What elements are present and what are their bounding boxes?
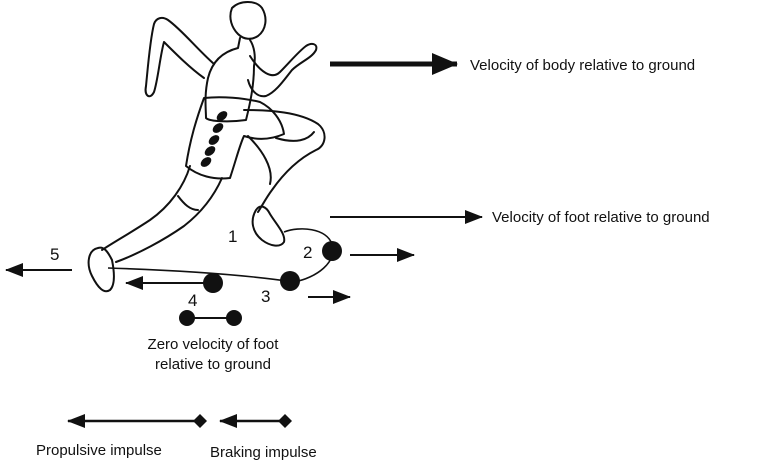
runner-front-arm (248, 44, 316, 96)
foot-trajectory (108, 229, 333, 282)
zero-velocity-symbol (179, 310, 242, 326)
foot-position-3-dot (280, 271, 300, 291)
foot-position-4-dot (203, 273, 223, 293)
propulsive-impulse-arrow (68, 414, 207, 428)
foot-velocity-label: Velocity of foot relative to ground (492, 209, 710, 226)
shorts-stripes (199, 109, 229, 169)
phase-number-1: 1 (228, 227, 237, 246)
runner-head (230, 2, 265, 39)
body-velocity-label: Velocity of body relative to ground (470, 57, 695, 74)
braking-impulse-label: Braking impulse (210, 444, 317, 461)
runner-rear-arm (146, 18, 214, 96)
propulsive-impulse-label: Propulsive impulse (36, 442, 162, 459)
phase-number-4: 4 (188, 291, 197, 310)
runner-front-leg (244, 110, 325, 212)
foot-position-2-dot (322, 241, 342, 261)
phase-number-2: 2 (303, 243, 312, 262)
braking-impulse-arrow (220, 414, 292, 428)
phase-number-5: 5 (50, 245, 59, 264)
runner-figure (89, 2, 325, 291)
runner-rear-foot (89, 248, 114, 292)
zero-velocity-label-line1: Zero velocity of foot (148, 336, 280, 353)
phase-number-3: 3 (261, 287, 270, 306)
runner-rear-leg (102, 166, 222, 262)
zero-velocity-label-line2: relative to ground (155, 356, 271, 373)
